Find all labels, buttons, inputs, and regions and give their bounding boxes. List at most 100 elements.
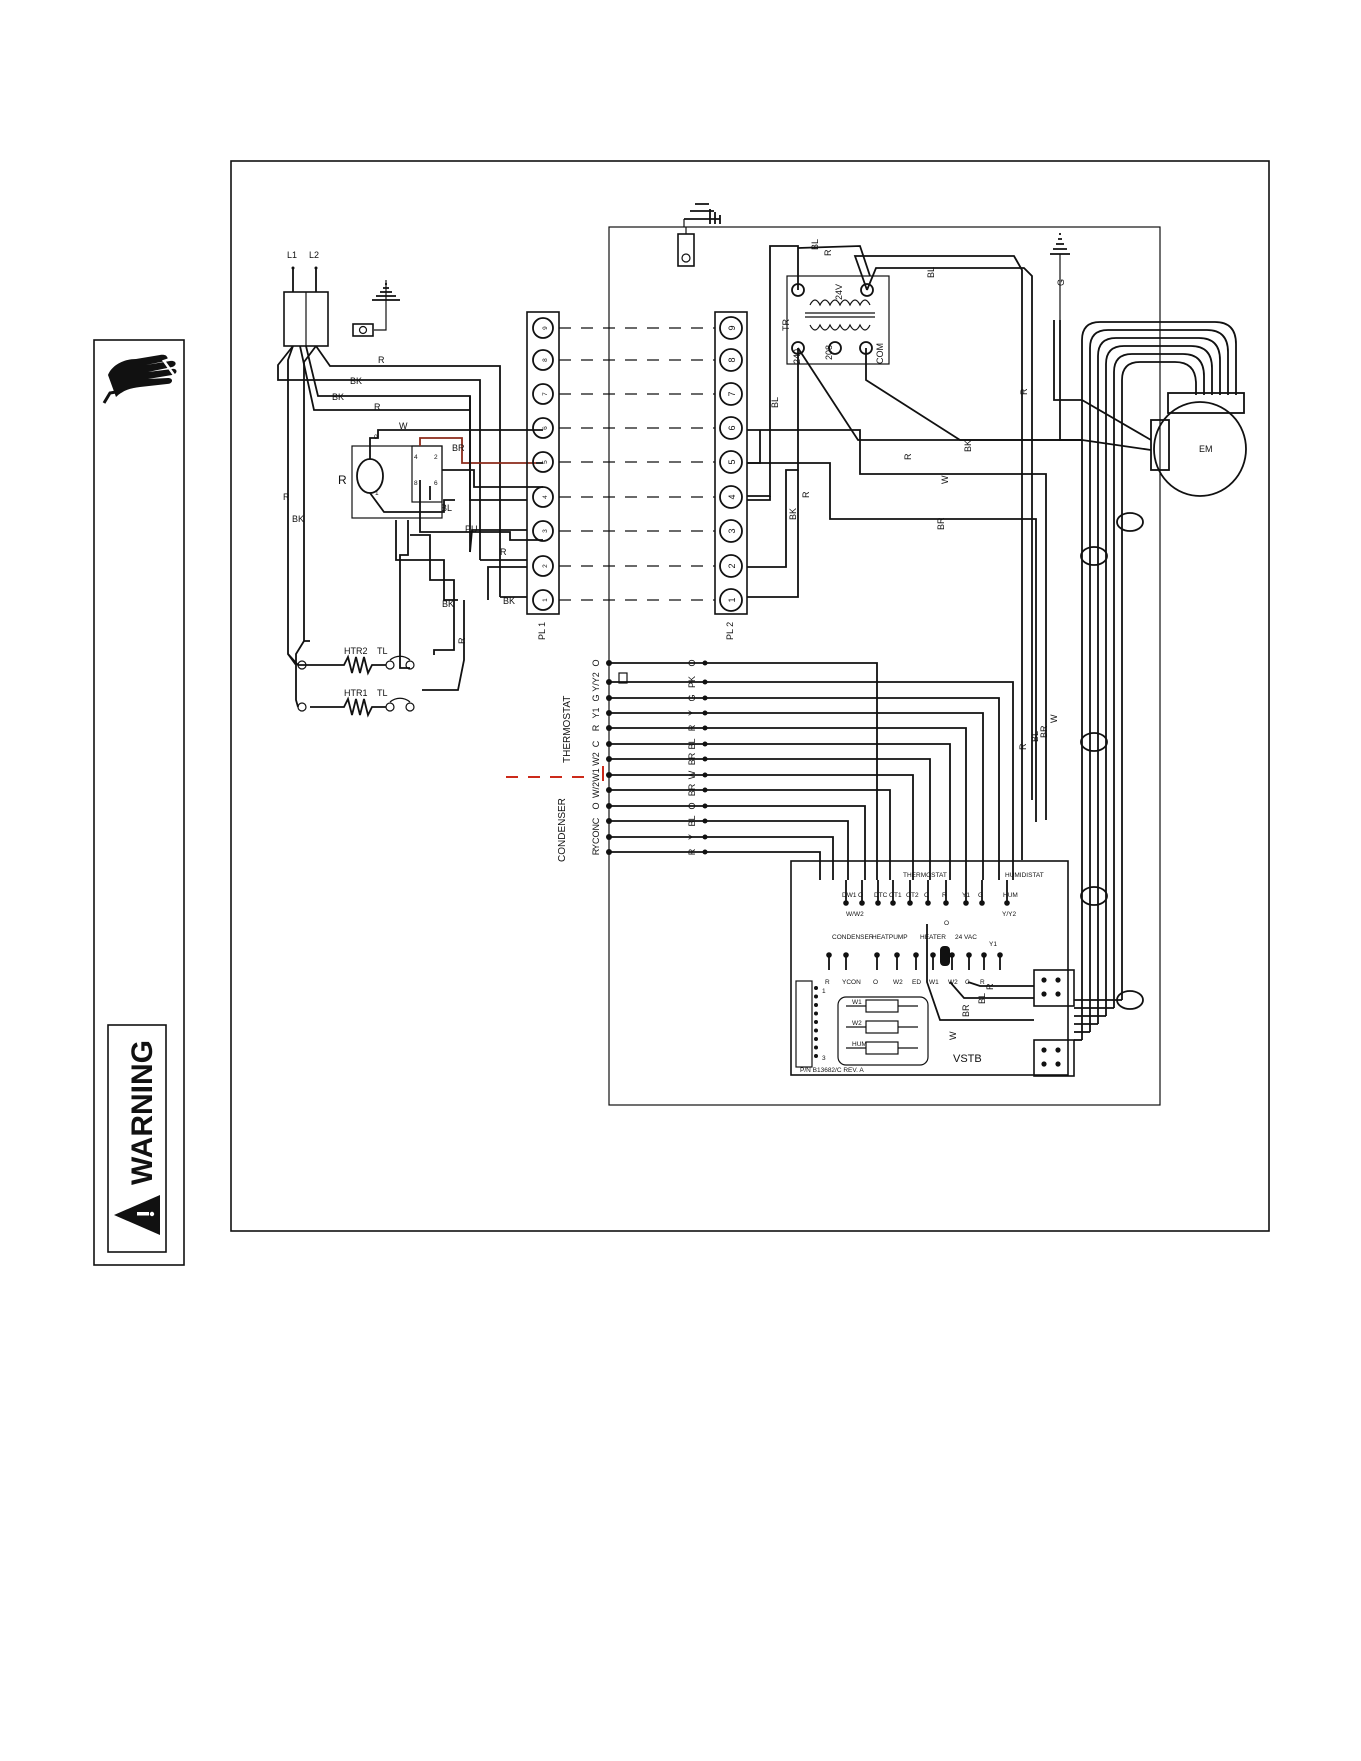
terminal-wire	[609, 662, 878, 880]
vstb-condenser-header: CONDENSER	[832, 934, 874, 941]
relay-pin-6: 6	[434, 480, 438, 487]
small-square-marker	[618, 672, 628, 684]
vstb-left-pin	[814, 1003, 818, 1007]
tr-com-label: COM	[875, 343, 885, 364]
vstb-top-pin-label: O	[858, 892, 863, 899]
terminal-wire	[609, 712, 984, 880]
vstb-left-pin	[814, 1011, 818, 1016]
thermostat-group-label: THERMOSTAT	[562, 696, 573, 763]
pl1-pin-number: 5	[542, 460, 549, 464]
relay-pin-8: 8	[414, 480, 418, 487]
wire-dot	[702, 741, 708, 747]
power-supply-block: L1 L2	[283, 250, 329, 347]
wire-label-bk-pl1: BK	[503, 596, 515, 606]
wire-color-label: O	[687, 659, 697, 666]
vstb-jumper	[865, 1020, 899, 1034]
terminal-wire	[609, 727, 967, 880]
terminal-wire	[609, 851, 821, 880]
pl1-pin-number: 1	[542, 598, 549, 602]
wire-dot	[702, 710, 708, 716]
vstb-sub-o: O	[944, 920, 949, 927]
vstb-24vac-header: 24 VAC	[955, 934, 977, 941]
wire-label-bl-right: BL	[1030, 731, 1040, 742]
wire-label-bk-htr: BK	[442, 599, 454, 609]
wire-color-label: BL	[687, 738, 697, 749]
pl2-pin	[719, 519, 743, 543]
wire-label-r-2: R	[374, 402, 381, 412]
wire-label-bl-tr2: BL	[926, 267, 936, 278]
wire-dot	[702, 660, 708, 666]
vstb-jumper	[865, 1041, 899, 1055]
pl1-pin-number: 3	[542, 529, 549, 533]
relay-coil	[356, 458, 384, 494]
vstb-label: VSTB	[953, 1053, 982, 1065]
vstb-top-pin-label: OT1	[889, 892, 902, 899]
wire-dot	[702, 787, 708, 793]
vstb-top-pin-dot	[875, 900, 881, 906]
harness-wire	[1097, 337, 1221, 1024]
vstb-bottom-pin-label: ED	[912, 979, 921, 986]
warning-label-box	[107, 1024, 167, 1253]
vstb-top-pin-label: C	[924, 892, 929, 899]
vstb-jumper-label: HUM	[852, 1041, 867, 1048]
wire-label-r-tr4: R	[903, 453, 913, 460]
vstb-top-pin-dot	[859, 900, 865, 906]
pl1-pin-number: 6	[542, 426, 549, 430]
relay-pin-1: 1	[375, 490, 379, 497]
terminal-wire	[609, 774, 914, 880]
harness-wire	[1113, 353, 1205, 1008]
wire-label-br-vstb: BR	[961, 1004, 971, 1017]
terminal-wire	[609, 805, 866, 880]
wire-label-bl-tr3: BL	[770, 397, 780, 408]
wire-color-label: PK	[687, 676, 697, 688]
vstb-top-pin-label: G	[978, 892, 983, 899]
pl2-pin-number: 5	[727, 459, 737, 464]
vstb-board: VSTB P/N B13682/C REV. A THERMOSTAT HUMI…	[790, 860, 1075, 1077]
pl1-pin	[532, 555, 554, 577]
tr-24v-label: 24V	[834, 284, 844, 300]
plug-connection-dashes	[559, 327, 715, 601]
pl1-pin	[532, 417, 554, 439]
vstb-top-pin-label: OT2	[906, 892, 919, 899]
pl2-pin	[719, 588, 743, 612]
wire-label-r-pl1: R	[500, 547, 507, 557]
vstb-connector-pin	[1041, 977, 1047, 983]
terminal-label: R	[591, 848, 601, 855]
vstb-left-connector	[795, 980, 813, 1068]
pl1-label: PL 1	[537, 622, 547, 640]
vstb-top-pin-label: DW1	[842, 892, 857, 899]
harness-wire	[1089, 329, 1229, 1032]
wire-label-br-right: BR	[1039, 725, 1049, 738]
terminal-wire	[609, 681, 1014, 880]
harness-wire	[1121, 361, 1197, 1000]
transformer-wiring: BL R BL BL BK R R R BK	[747, 239, 1082, 860]
vstb-side-mark-top: 1	[822, 988, 826, 995]
vstb-connector-pin	[1041, 1047, 1047, 1053]
wire-label-r-tr: R	[823, 249, 833, 256]
l2-label: L2	[309, 250, 319, 260]
motor-label: EM	[1199, 444, 1213, 454]
vstb-bottom-pin-label: R	[825, 979, 830, 986]
pl1-pin	[532, 589, 554, 611]
warning-triangle-icon	[114, 1195, 160, 1235]
wire-color-label: Y	[687, 710, 697, 716]
diagram-frame	[230, 160, 1270, 1232]
wire-dot	[702, 756, 708, 762]
wire-dot	[702, 725, 708, 731]
htr2-label: HTR2	[344, 646, 368, 656]
heater-elements: BK R HTR2 TL HTR1 TL	[287, 520, 467, 718]
vstb-right-connector-2	[1033, 1039, 1075, 1077]
ground-label: G	[1056, 279, 1066, 286]
wire-label-r-top: R	[378, 355, 385, 365]
pl1-pin-number: 9	[542, 326, 549, 330]
vstb-jumper-block	[837, 996, 929, 1066]
terminal-wire	[609, 836, 834, 880]
terminal-label: W1	[591, 768, 601, 782]
wire-label-bk-left: BK	[292, 514, 304, 524]
wire-color-label: R	[687, 848, 697, 855]
